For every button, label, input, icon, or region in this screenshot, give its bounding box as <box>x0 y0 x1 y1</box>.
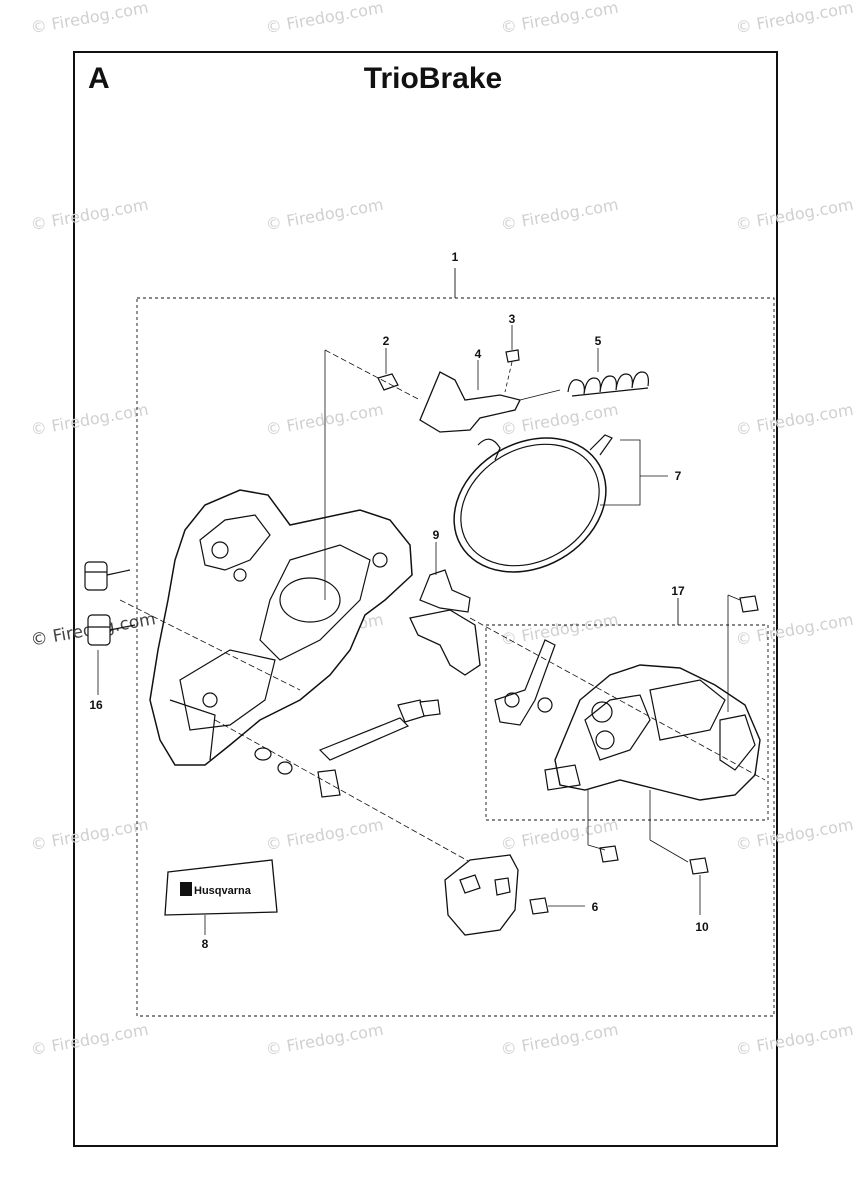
chain-guard <box>444 854 519 936</box>
subassembly-group-box <box>485 624 769 821</box>
brake-housing-detail <box>259 544 371 661</box>
brake-housing-detail <box>279 577 341 623</box>
leader-line <box>587 844 606 851</box>
brake-housing-detail <box>179 649 276 731</box>
brake-handle <box>409 609 481 676</box>
callout-number: 7 <box>674 469 682 483</box>
leader-line <box>504 361 513 393</box>
decal-brand-text: Husqvarna <box>194 885 252 897</box>
leader-line <box>469 617 766 781</box>
brake-rod <box>318 717 410 761</box>
callout-number: 2 <box>382 334 390 348</box>
washer-part <box>254 747 272 761</box>
callout-number: 16 <box>89 698 103 712</box>
chain-guard-detail <box>459 874 481 894</box>
callout-number: 8 <box>201 937 209 951</box>
screw-part <box>529 897 549 915</box>
page-frame <box>73 51 778 1147</box>
washer-part <box>277 761 293 775</box>
brake-rod <box>419 699 441 717</box>
brake-mechanism-detail <box>584 694 651 761</box>
brake-band <box>460 443 600 567</box>
brake-housing-detail <box>199 514 271 571</box>
callout-number: 9 <box>432 528 440 542</box>
lever-plate-hole <box>504 692 520 708</box>
brake-mechanism-detail <box>544 764 581 791</box>
lever-plate-hole <box>537 697 553 713</box>
husqvarna-logo: Husqvarna <box>180 882 252 897</box>
leader-line <box>214 719 471 863</box>
brake-band-end <box>589 434 613 456</box>
callout-number: 10 <box>695 920 709 934</box>
spring-part <box>567 371 649 397</box>
lever-plate <box>494 639 556 726</box>
brake-housing-detail <box>211 541 229 559</box>
nut-assembly <box>87 614 136 646</box>
brake-band-end <box>477 438 501 461</box>
leader-line <box>519 389 561 401</box>
callout-number: 5 <box>594 334 602 348</box>
callout-number: 3 <box>508 312 516 326</box>
brake-lever <box>419 371 521 433</box>
page-title: TrioBrake <box>363 62 503 95</box>
leader-line <box>600 439 641 506</box>
leader-line <box>727 594 741 601</box>
brake-mechanism-detail <box>719 714 756 771</box>
brake-mechanism-detail <box>595 730 615 750</box>
brake-mechanism-detail <box>591 701 613 723</box>
callout-number: 6 <box>591 900 599 914</box>
leader-line <box>649 839 689 863</box>
screw-part <box>689 857 709 875</box>
brake-housing-detail <box>372 552 388 568</box>
section-letter: A <box>88 62 110 95</box>
callout-number: 1 <box>451 250 459 264</box>
callout-number: 17 <box>671 584 685 598</box>
chain-guard-detail <box>494 877 511 896</box>
brake-mechanism-detail <box>649 679 726 741</box>
assembly-group-box <box>136 297 775 1017</box>
leader-line <box>119 599 301 691</box>
bracket-part <box>419 569 471 613</box>
brake-housing-detail <box>233 568 247 582</box>
decal-label <box>164 859 278 916</box>
brake-mechanism <box>554 664 761 801</box>
screw-part <box>739 595 759 613</box>
brake-housing-detail <box>169 699 216 761</box>
screw-part <box>599 845 619 863</box>
bolt-part <box>377 373 399 391</box>
nut-assembly <box>84 561 131 591</box>
callout-number: 4 <box>474 347 482 361</box>
brake-housing-detail <box>202 692 218 708</box>
leader-line <box>324 349 421 401</box>
screw-part <box>505 349 520 363</box>
